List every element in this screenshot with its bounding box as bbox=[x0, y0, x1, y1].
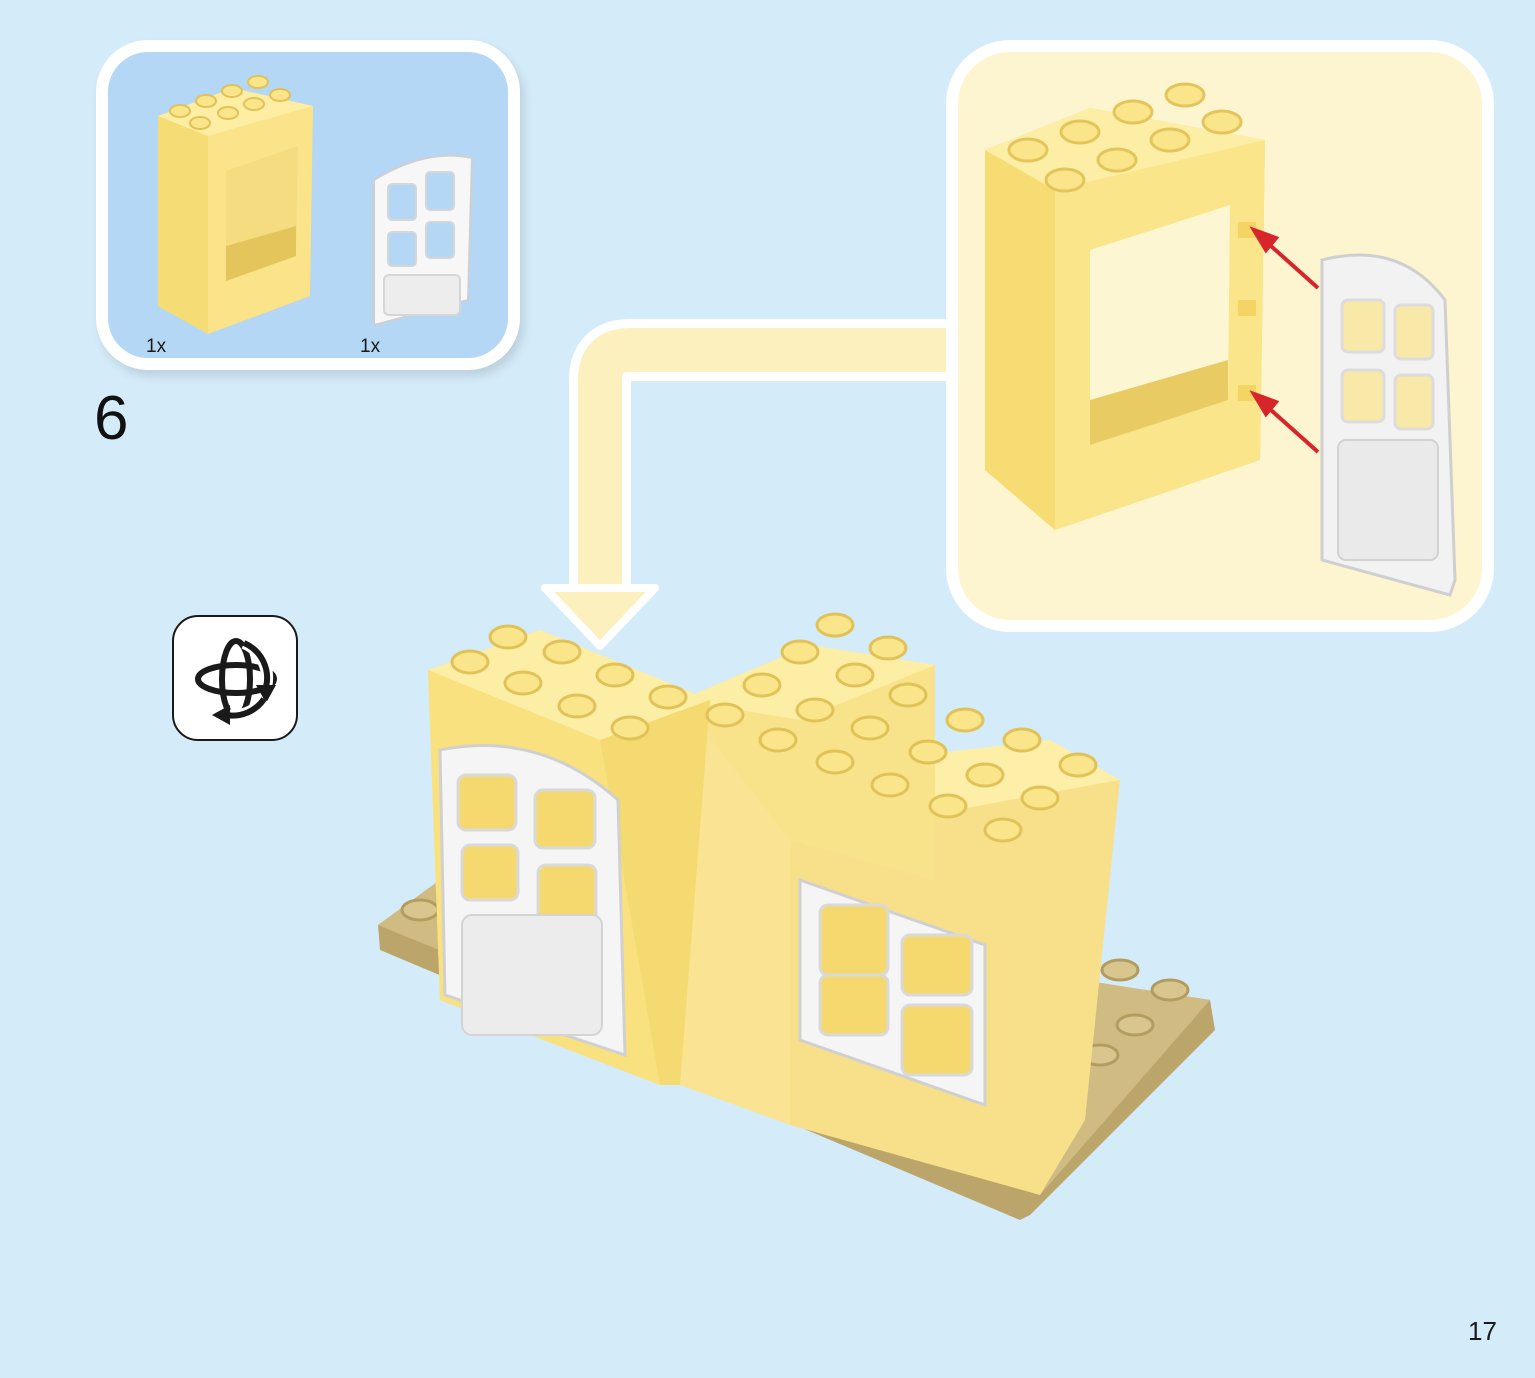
callout-door-frame-brick bbox=[985, 82, 1265, 530]
page-number: 17 bbox=[1468, 1316, 1497, 1346]
parts-list-panel: 1x 1x bbox=[96, 40, 520, 370]
yellow-door-frame-brick-icon bbox=[158, 75, 313, 334]
part-quantity-frame: 1x bbox=[146, 336, 167, 357]
attach-arrows bbox=[1249, 226, 1320, 454]
rotate-model-badge bbox=[172, 615, 298, 741]
step-number: 6 bbox=[94, 384, 129, 453]
white-door-icon bbox=[373, 154, 474, 327]
callout-white-door bbox=[1320, 253, 1457, 597]
callout-connector-arrow bbox=[541, 319, 955, 650]
model-assembly bbox=[378, 612, 1215, 1220]
part-quantity-door: 1x bbox=[360, 336, 381, 357]
rotate-icon bbox=[195, 637, 277, 725]
